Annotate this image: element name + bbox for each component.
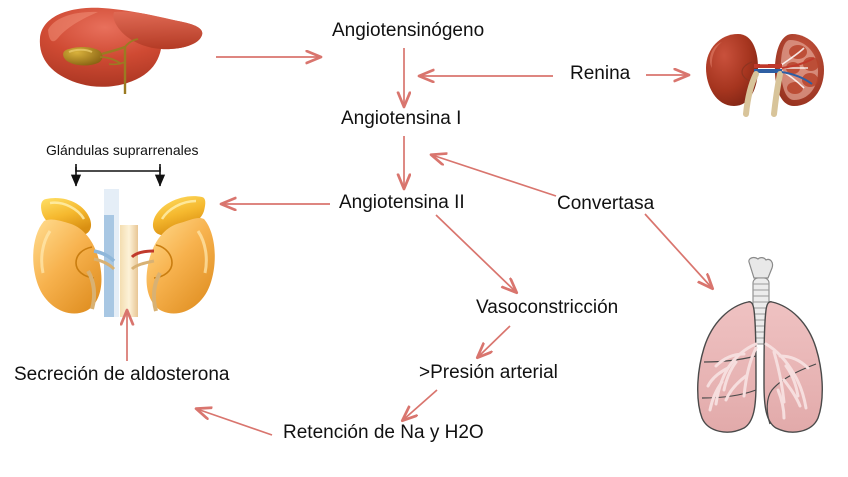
label-secrecion-aldosterona: Secreción de aldosterona	[14, 364, 230, 385]
arrow-presion-to-retencion	[403, 389, 438, 420]
label-angiotensina-1: Angiotensina I	[341, 108, 462, 129]
label-angiotensinogeno: Angiotensinógeno	[332, 20, 485, 41]
label-convertasa: Convertasa	[557, 193, 655, 214]
arrow-angiotensina2-to-vasoconstriccion	[435, 214, 516, 292]
arrow-convertasa-to-angiotensina1	[432, 155, 557, 197]
adrenal-label-bracket	[70, 164, 166, 187]
label-retencion-na-h2o: Retención de Na y H2O	[283, 422, 484, 443]
label-presion-arterial: >Presión arterial	[419, 362, 558, 383]
arrow-retencion-to-secrecion	[197, 409, 273, 436]
label-glandulas-suprarrenales: Glándulas suprarrenales	[46, 142, 199, 158]
arrow-vasoconstriccion-to-presion	[478, 325, 511, 357]
label-renina: Renina	[570, 63, 631, 84]
arrow-convertasa-to-lungs	[644, 213, 712, 288]
liver-illustration	[39, 7, 203, 94]
label-angiotensina-2: Angiotensina II	[339, 192, 465, 213]
label-vasoconstriccion: Vasoconstricción	[476, 297, 619, 318]
lungs-illustration	[697, 256, 823, 433]
kidneys-illustration	[706, 34, 824, 117]
adrenal-glands-illustration	[33, 189, 215, 317]
